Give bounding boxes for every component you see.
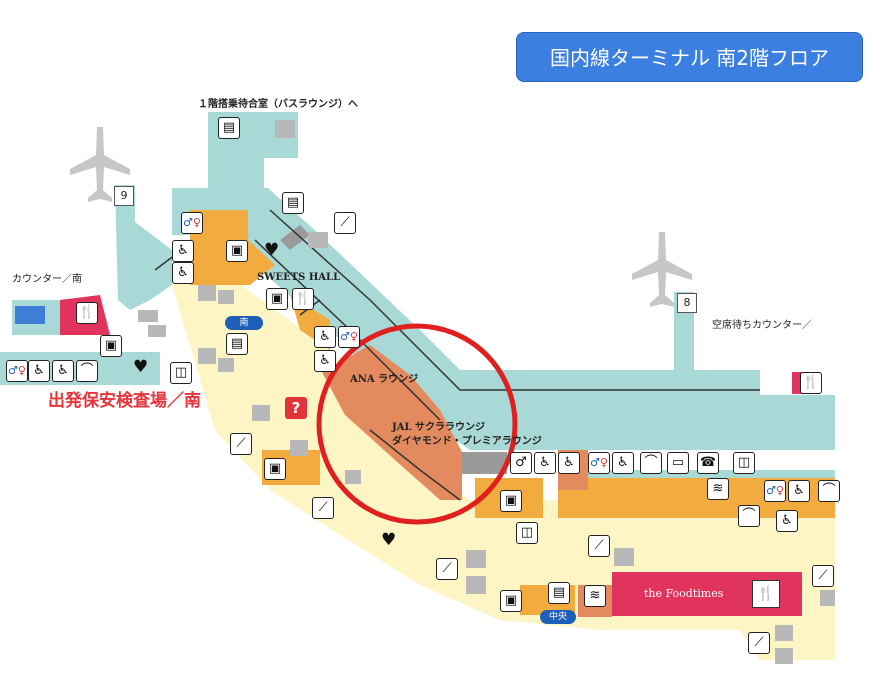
locker-icon: ▣ [264, 458, 286, 480]
locker-icon: ▣ [226, 240, 248, 262]
toilet-icon: ♂ [510, 452, 532, 474]
shop-icon: ◫ [516, 522, 538, 544]
baby-care-icon: ♿ [52, 360, 74, 382]
aed-icon: ♥ [133, 357, 149, 377]
elevator-icon: ▤ [226, 333, 248, 355]
sweets-hall-label: SWEETS HALL [257, 272, 341, 283]
escalator-icon: ⟋ [436, 558, 458, 580]
elevator-icon: ▤ [282, 192, 304, 214]
baby-care-icon: ♿ [788, 480, 810, 502]
locker-icon: ▣ [500, 590, 522, 612]
toilet-icon: ♂♀ [181, 212, 203, 234]
ana-lounge-label: ANA ラウンジ [350, 374, 419, 385]
center-pill: 中央 [540, 610, 576, 624]
wheelchair-icon: ♿ [172, 262, 194, 284]
departure-zone [172, 255, 835, 660]
water-icon: ⌒ [76, 360, 98, 382]
wheelchair-icon: ♿ [776, 510, 798, 532]
baby-care-icon: ♿ [314, 326, 336, 348]
wheelchair-icon: ♿ [534, 452, 556, 474]
escalator-block [138, 120, 835, 664]
shop-icon: ◫ [733, 452, 755, 474]
water-icon: ⌒ [818, 480, 840, 502]
floor-title: 国内線ターミナル 南2階フロア [516, 32, 863, 82]
bus-lounge-label: １階搭乗待合室（バスラウンジ）へ [198, 99, 358, 110]
aed-icon: ♥ [264, 240, 280, 260]
restaurant-icon: 🍴 [800, 372, 822, 394]
security-label: 出発保安検査場／南 [48, 391, 201, 411]
escalator-icon: ⟋ [588, 535, 610, 557]
escalator-icon: ⟋ [312, 497, 334, 519]
vacant-counter-label: 空席待ちカウンター／ [712, 320, 812, 331]
jal-sakura-label: JAL サクララウンジ [392, 422, 486, 433]
water-icon: ⌒ [640, 452, 662, 474]
locker-icon: ▣ [500, 490, 522, 512]
info-icon: ? [285, 397, 307, 419]
restaurant-icon: 🍴 [76, 302, 98, 324]
shop-icon: ◫ [170, 362, 192, 384]
south-pill: 南 [225, 316, 263, 330]
diamond-premier-label: ダイヤモンド・プレミアラウンジ [392, 436, 542, 447]
counter-south-label: カウンター／南 [12, 274, 82, 285]
restaurant-icon: 🍴 [292, 288, 314, 310]
phone-icon: ☎ [697, 452, 719, 474]
wheelchair-icon: ♿ [314, 350, 336, 372]
toilet-icon: ♂♀ [588, 452, 610, 474]
baby-care-icon: ♿ [172, 240, 194, 262]
water-icon: ⌒ [738, 505, 760, 527]
toilet-icon: ♂♀ [764, 480, 786, 502]
gate-8: 8 [677, 293, 697, 313]
airplane-icon [632, 232, 692, 307]
locker-icon: ▣ [266, 288, 288, 310]
wheelchair-icon: ♿ [612, 452, 634, 474]
aed-icon: ♥ [381, 530, 397, 550]
smoking-icon: ≋ [584, 585, 606, 607]
locker-icon: ▣ [100, 335, 122, 357]
wheelchair-icon: ♿ [28, 360, 50, 382]
escalator-icon: ⟋ [230, 433, 252, 455]
toilet-icon: ♂♀ [338, 326, 360, 348]
toilet-icon: ♂♀ [6, 360, 28, 382]
baby-care-icon: ♿ [558, 452, 580, 474]
escalator-icon: ⟋ [748, 632, 770, 654]
highlight-circle [316, 323, 518, 525]
restaurant-icon: 🍴 [752, 580, 780, 608]
escalator-icon: ⟋ [812, 565, 834, 587]
escalator-icon: ⟋ [334, 212, 356, 234]
card-icon: ▭ [667, 452, 689, 474]
airplane-icon [70, 127, 130, 202]
gate-9: 9 [114, 186, 134, 206]
elevator-icon: ▤ [218, 117, 240, 139]
elevator-icon: ▤ [548, 582, 570, 604]
smoking-icon: ≋ [707, 478, 729, 500]
